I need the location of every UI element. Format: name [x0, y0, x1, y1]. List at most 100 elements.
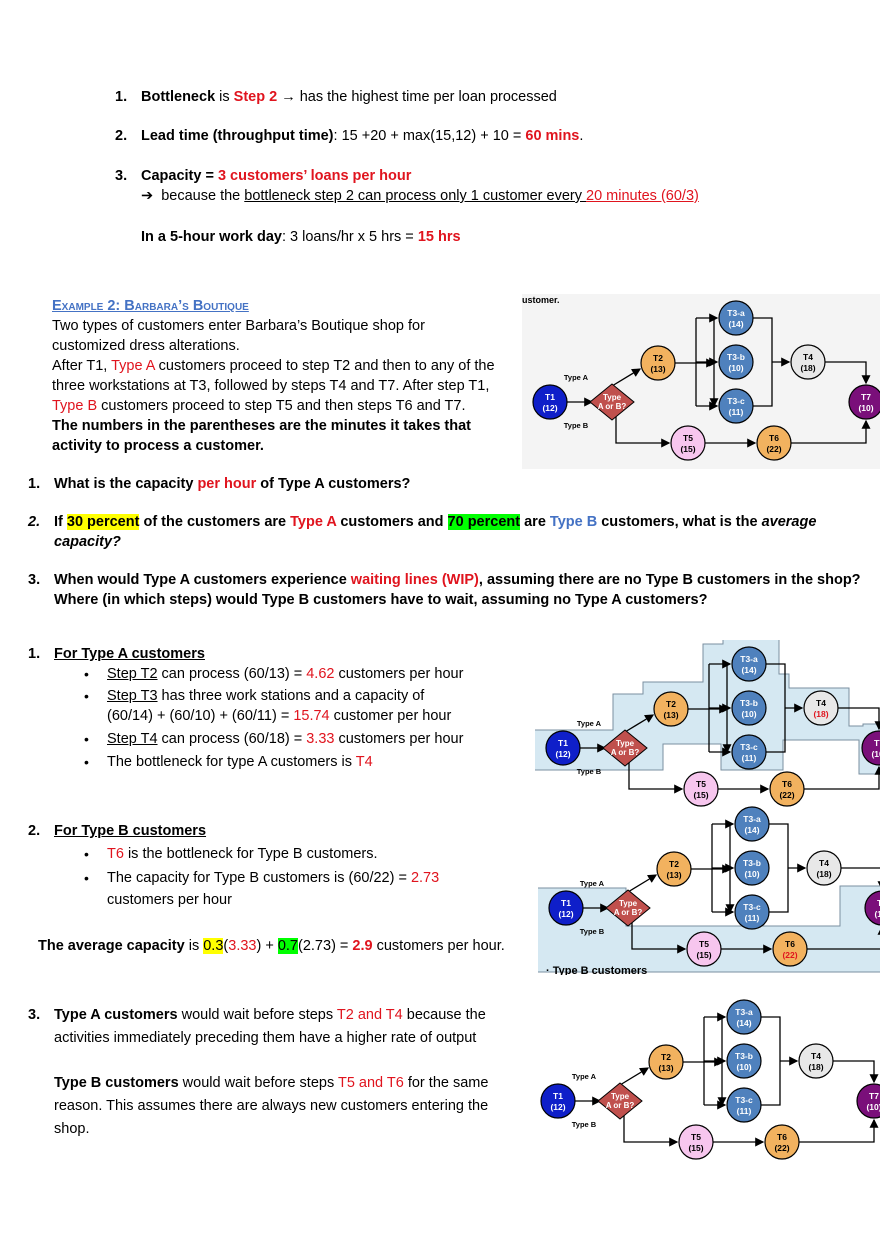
text: would wait before steps: [178, 1075, 338, 1091]
text: waiting lines (WIP): [350, 572, 479, 588]
answer-number: 1.: [28, 646, 41, 662]
node-label: (14): [744, 825, 759, 835]
example-title: Example 2: Barbara’s Boutique: [52, 298, 249, 314]
text: When would Type A customers experience: [54, 572, 351, 588]
node-label: Type: [619, 899, 638, 908]
flow-arrow: [838, 707, 880, 731]
node-t7: [861, 730, 880, 766]
type-a-label: Type A: [564, 373, 589, 382]
question-2-cont: capacity?: [54, 534, 121, 550]
text: are: [520, 514, 550, 530]
node-label: T1: [558, 738, 568, 748]
node-label: (13): [666, 870, 681, 880]
node-label: T4: [816, 698, 826, 708]
node-t1: [532, 384, 568, 420]
example-p: activity to process a customer.: [52, 438, 264, 454]
node-label: (22): [766, 444, 781, 454]
node-label: (13): [663, 710, 678, 720]
text: can process (60/13) =: [157, 666, 307, 682]
question-1: What is the capacity per hour of Type A …: [54, 476, 410, 492]
node-label: T5: [691, 1132, 701, 1142]
node-label: T7: [874, 738, 880, 748]
text: Step T2: [107, 666, 158, 682]
node-t3a: [734, 806, 770, 842]
node-t7: [848, 384, 880, 420]
flow-arrow: [619, 1067, 650, 1086]
node-label: (12): [555, 749, 570, 759]
node-label: T6: [777, 1132, 787, 1142]
lead-time-value: 60 mins: [525, 128, 580, 144]
node-t3c: [718, 388, 754, 424]
node-label: (15): [680, 444, 695, 454]
node-t5: [683, 771, 719, 807]
text: because the: [161, 188, 245, 204]
node-label: (11): [737, 1106, 752, 1116]
node-label: T2: [669, 859, 679, 869]
node-t4: [798, 1043, 834, 1079]
node-label: (15): [696, 950, 711, 960]
workday-value: 15 hrs: [417, 229, 461, 245]
example-p: Two types of customers enter Barbara’s B…: [52, 318, 425, 334]
text: customers per hour: [334, 731, 464, 747]
node-label: (15): [693, 790, 708, 800]
example-p: three workstations at T3, followed by st…: [52, 378, 490, 394]
node-label: (18): [800, 363, 815, 373]
text: (2.73) =: [298, 938, 353, 954]
node-label: (18): [808, 1062, 823, 1072]
text: customers and: [336, 514, 448, 530]
text: Type A: [111, 358, 155, 374]
capacity-term: Capacity =: [141, 168, 218, 184]
flow-arrow: [799, 1118, 879, 1143]
node-label: A or B?: [606, 1101, 635, 1110]
node-label: (18): [813, 709, 828, 719]
node-label: T3-a: [743, 814, 761, 824]
node-t6: [772, 931, 808, 967]
node-label: A or B?: [598, 402, 627, 411]
flow-arrow: [631, 914, 687, 954]
text: The capacity for Type B customers is (60…: [107, 870, 411, 886]
node-t3c: [734, 894, 770, 930]
lead-time-line: Lead time (throughput time): 15 +20 + ma…: [141, 128, 583, 144]
node-label: T3-a: [727, 308, 745, 318]
lead-time-term: Lead time (throughput time): [141, 128, 334, 144]
node-label: T3-a: [735, 1007, 753, 1017]
answer-2-bullet-cont: customers per hour: [107, 892, 232, 908]
node-label: (10): [871, 749, 880, 759]
node-label: (12): [542, 403, 557, 413]
node-t2: [640, 345, 676, 381]
text: Type A: [290, 514, 337, 530]
answer-2-heading: For Type B customers: [54, 823, 207, 839]
node-label: T3-b: [727, 352, 745, 362]
node-t2: [656, 851, 692, 887]
text: 70 percent: [447, 514, 521, 530]
bullet-icon: •: [84, 688, 89, 704]
node-label: T3-b: [740, 698, 758, 708]
question-3: When would Type A customers experience w…: [54, 572, 861, 588]
text: 20 minutes (60/3): [586, 188, 699, 204]
node-label: T7: [869, 1091, 879, 1101]
diagram-caption: · Type B customers: [546, 965, 647, 975]
bottleneck-term: Bottleneck: [141, 89, 216, 105]
node-t3c: [731, 734, 767, 770]
answer-3-line: reason. This assumes there are always ne…: [54, 1098, 489, 1114]
text: has three work stations and a capacity o…: [157, 688, 425, 704]
text: is: [215, 89, 234, 105]
text: Step T3: [107, 688, 158, 704]
node-label: T4: [819, 858, 829, 868]
node-label: (10): [741, 709, 756, 719]
node-label: T6: [769, 433, 779, 443]
text: In a 5-hour work day: [141, 229, 282, 245]
question-3-cont: Where (in which steps) would Type B cust…: [54, 592, 708, 608]
node-label: (11): [745, 913, 760, 923]
node-t3a: [718, 300, 754, 336]
node-label: T6: [785, 939, 795, 949]
text: ) +: [256, 938, 278, 954]
type-a-label: Type A: [577, 719, 602, 728]
node-label: T3-b: [743, 858, 761, 868]
node-label: Type: [616, 739, 635, 748]
type-b-label: Type B: [564, 421, 589, 430]
node-label: (12): [550, 1102, 565, 1112]
answer-3-line: shop.: [54, 1121, 90, 1137]
node-label: (22): [774, 1143, 789, 1153]
